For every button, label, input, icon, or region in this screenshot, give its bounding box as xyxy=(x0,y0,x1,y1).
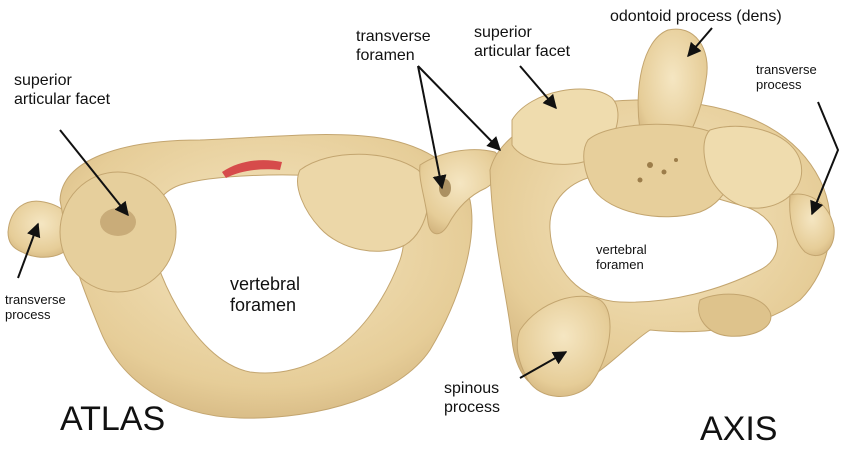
axis-bone xyxy=(489,28,835,397)
label-axis-vertebral-foramen: vertebral foramen xyxy=(596,242,647,273)
label-transverse-foramen: transverse foramen xyxy=(356,28,431,64)
annotation-arrows xyxy=(17,27,840,379)
label-atlas-transverse-process: transverse process xyxy=(5,292,66,323)
label-axis-superior-articular-facet: superior articular facet xyxy=(474,24,571,60)
title-atlas: ATLAS xyxy=(60,400,166,438)
title-axis: AXIS xyxy=(700,410,778,448)
label-spinous-process: spinous process xyxy=(444,380,501,416)
label-odontoid-process: odontoid process (dens) xyxy=(610,8,782,25)
label-axis-transverse-process: transverse process xyxy=(756,62,817,93)
label-atlas-vertebral-foramen: vertebral foramen xyxy=(230,274,301,316)
label-atlas-superior-articular-facet: superior articular facet xyxy=(14,72,111,108)
atlas-bone xyxy=(7,134,501,419)
